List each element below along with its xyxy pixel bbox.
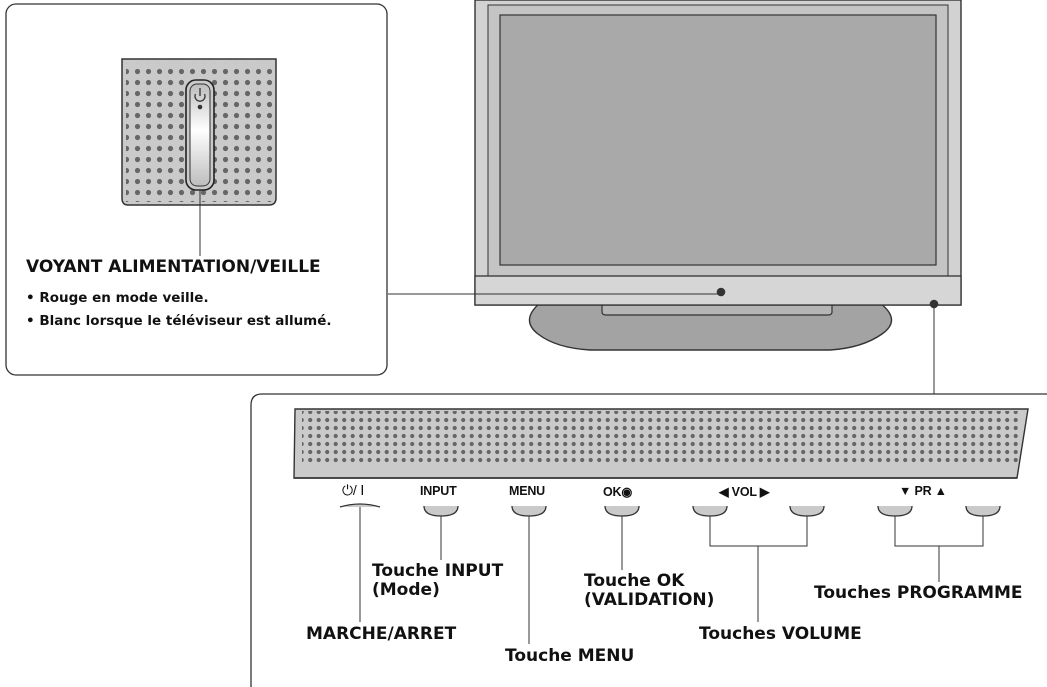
indicator-bullet-standby: • Rouge en mode veille. [26,290,209,306]
callout-ok: Touche OK (VALIDATION) [584,571,715,610]
callout-volume: Touches VOLUME [699,624,862,644]
tv-screen [499,14,937,266]
pr-up-button [965,505,1001,517]
vol-right-button [789,505,825,517]
callout-power: MARCHE/ARRET [306,624,457,644]
input-button-label: INPUT [420,484,457,498]
controls-inset-box [250,393,1047,687]
menu-button-label: MENU [509,484,546,498]
callout-programme: Touches PROGRAMME [814,583,1023,603]
callout-menu: Touche MENU [505,646,635,666]
pr-down-button [877,505,913,517]
menu-button [511,505,547,517]
callout-input: Touche INPUT (Mode) [372,561,504,600]
input-button [423,505,459,517]
indicator-closeup [121,58,277,206]
power-symbol-icon [194,88,206,102]
power-button [339,503,381,508]
power-button-label: ⏻/ Ⅰ [342,482,365,498]
vol-left-button [692,505,728,517]
tv-illustration [474,0,962,351]
ok-button [604,505,640,517]
indicator-led [197,104,203,110]
tv-side-button-dot [929,299,939,309]
indicator-title: VOYANT ALIMENTATION/VEILLE [26,257,321,277]
ok-button-label: OK◉ [603,485,633,499]
vol-buttons-label: ◀ VOL ▶ [719,485,770,499]
indicator-bullet-on: • Blanc lorsque le téléviseur est allumé… [26,313,332,329]
control-panel-strip [293,408,1029,479]
control-buttons [339,503,1001,517]
tv-indicator-dot [716,287,726,297]
pr-buttons-label: ▼ PR ▲ [899,484,947,498]
